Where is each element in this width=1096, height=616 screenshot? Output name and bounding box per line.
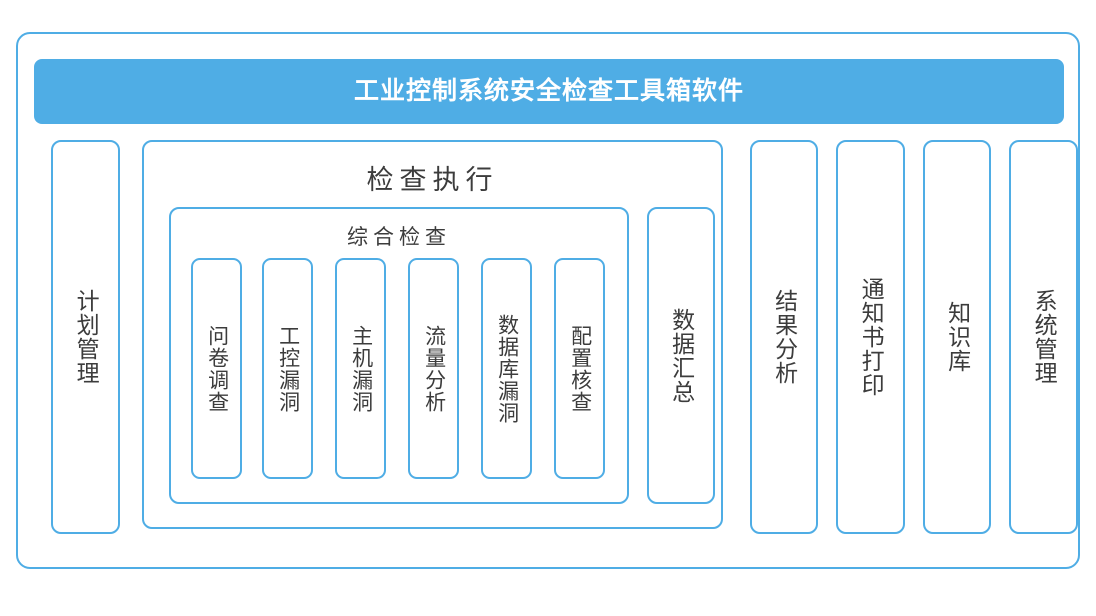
module-configuration-audit[interactable]: 配置核查 (554, 258, 605, 479)
group-inspection-execution: 检查执行 综合检查 问卷调查 工控漏洞 主机漏洞 (142, 140, 723, 529)
module-host-vulnerability[interactable]: 主机漏洞 (335, 258, 386, 479)
module-result-analysis[interactable]: 结果分析 (750, 140, 818, 534)
module-questionnaire-survey[interactable]: 问卷调查 (191, 258, 242, 479)
module-result-analysis-label: 结果分析 (771, 289, 798, 385)
group-inspection-execution-title: 检查执行 (366, 165, 499, 195)
module-plan-management[interactable]: 计划管理 (51, 140, 120, 534)
module-data-summary-label: 数据汇总 (668, 307, 695, 404)
module-data-summary[interactable]: 数据汇总 (647, 207, 715, 504)
module-host-vulnerability-label: 主机漏洞 (349, 324, 373, 413)
module-knowledge-base-label: 知识库 (944, 301, 971, 373)
application-frame: 工业控制系统安全检查工具箱软件 计划管理 检查执行 综合检查 问卷调查 (16, 32, 1080, 569)
module-plan-management-label-wrap: 计划管理 (53, 142, 118, 532)
module-columns: 计划管理 检查执行 综合检查 问卷调查 工控漏洞 (34, 140, 1078, 534)
module-traffic-analysis-label-wrap: 流量分析 (410, 260, 457, 477)
group-comprehensive-inspection-title: 综合检查 (347, 226, 451, 249)
module-ics-vulnerability[interactable]: 工控漏洞 (262, 258, 313, 479)
module-database-vulnerability-label-wrap: 数据库漏洞 (483, 260, 530, 477)
module-configuration-audit-label: 配置核查 (568, 324, 592, 413)
module-system-management[interactable]: 系统管理 (1009, 140, 1078, 534)
module-configuration-audit-label-wrap: 配置核查 (556, 260, 603, 477)
module-notice-printing-label-wrap: 通知书打印 (838, 142, 903, 532)
module-plan-management-label: 计划管理 (73, 289, 100, 385)
module-database-vulnerability[interactable]: 数据库漏洞 (481, 258, 532, 479)
module-traffic-analysis-label: 流量分析 (422, 324, 446, 413)
module-questionnaire-survey-label: 问卷调查 (205, 324, 229, 413)
module-system-management-label-wrap: 系统管理 (1011, 142, 1076, 532)
app-title-bar: 工业控制系统安全检查工具箱软件 (34, 59, 1064, 124)
module-system-management-label: 系统管理 (1031, 289, 1058, 385)
module-knowledge-base-label-wrap: 知识库 (925, 142, 989, 532)
module-ics-vulnerability-label: 工控漏洞 (276, 324, 300, 413)
module-notice-printing-label: 通知书打印 (858, 277, 885, 397)
module-result-analysis-label-wrap: 结果分析 (752, 142, 816, 532)
module-notice-printing[interactable]: 通知书打印 (836, 140, 905, 534)
module-database-vulnerability-label: 数据库漏洞 (495, 313, 519, 424)
module-knowledge-base[interactable]: 知识库 (923, 140, 991, 534)
module-host-vulnerability-label-wrap: 主机漏洞 (337, 260, 384, 477)
page-title: 工业控制系统安全检查工具箱软件 (353, 77, 744, 105)
module-data-summary-label-wrap: 数据汇总 (649, 209, 713, 502)
module-ics-vulnerability-label-wrap: 工控漏洞 (264, 260, 311, 477)
group-comprehensive-inspection: 综合检查 问卷调查 工控漏洞 主机漏洞 (169, 207, 629, 504)
module-questionnaire-survey-label-wrap: 问卷调查 (193, 260, 240, 477)
module-traffic-analysis[interactable]: 流量分析 (408, 258, 459, 479)
